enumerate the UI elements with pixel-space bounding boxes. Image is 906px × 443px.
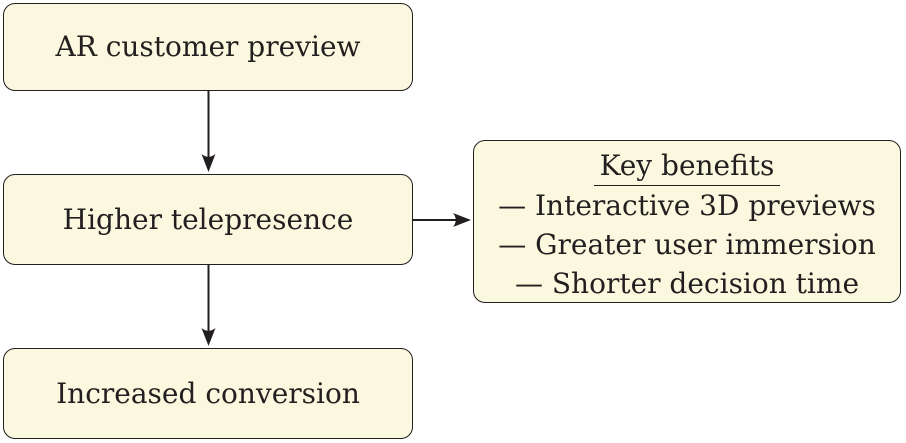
node-higher-telepresence: Higher telepresence <box>3 174 413 265</box>
arrow-ar-to-telepresence-icon <box>201 91 216 172</box>
benefit-item: — Greater user immersion <box>498 227 876 261</box>
node-label: AR customer preview <box>55 30 361 63</box>
benefit-item: — Interactive 3D previews <box>498 188 876 222</box>
benefits-title-line: Key benefits <box>474 146 900 186</box>
arrow-telepresence-to-conversion-icon <box>201 265 216 346</box>
key-benefits-box: Key benefits — Interactive 3D previews —… <box>473 140 901 303</box>
node-label: Increased conversion <box>56 376 360 410</box>
benefits-title: Key benefits <box>593 150 781 186</box>
node-increased-conversion: Increased conversion <box>3 348 413 439</box>
node-label: Higher telepresence <box>62 202 354 236</box>
arrow-telepresence-to-benefits-icon <box>413 213 471 227</box>
benefit-item: — Shorter decision time <box>514 266 860 300</box>
node-ar-customer-preview: AR customer preview <box>3 3 413 91</box>
